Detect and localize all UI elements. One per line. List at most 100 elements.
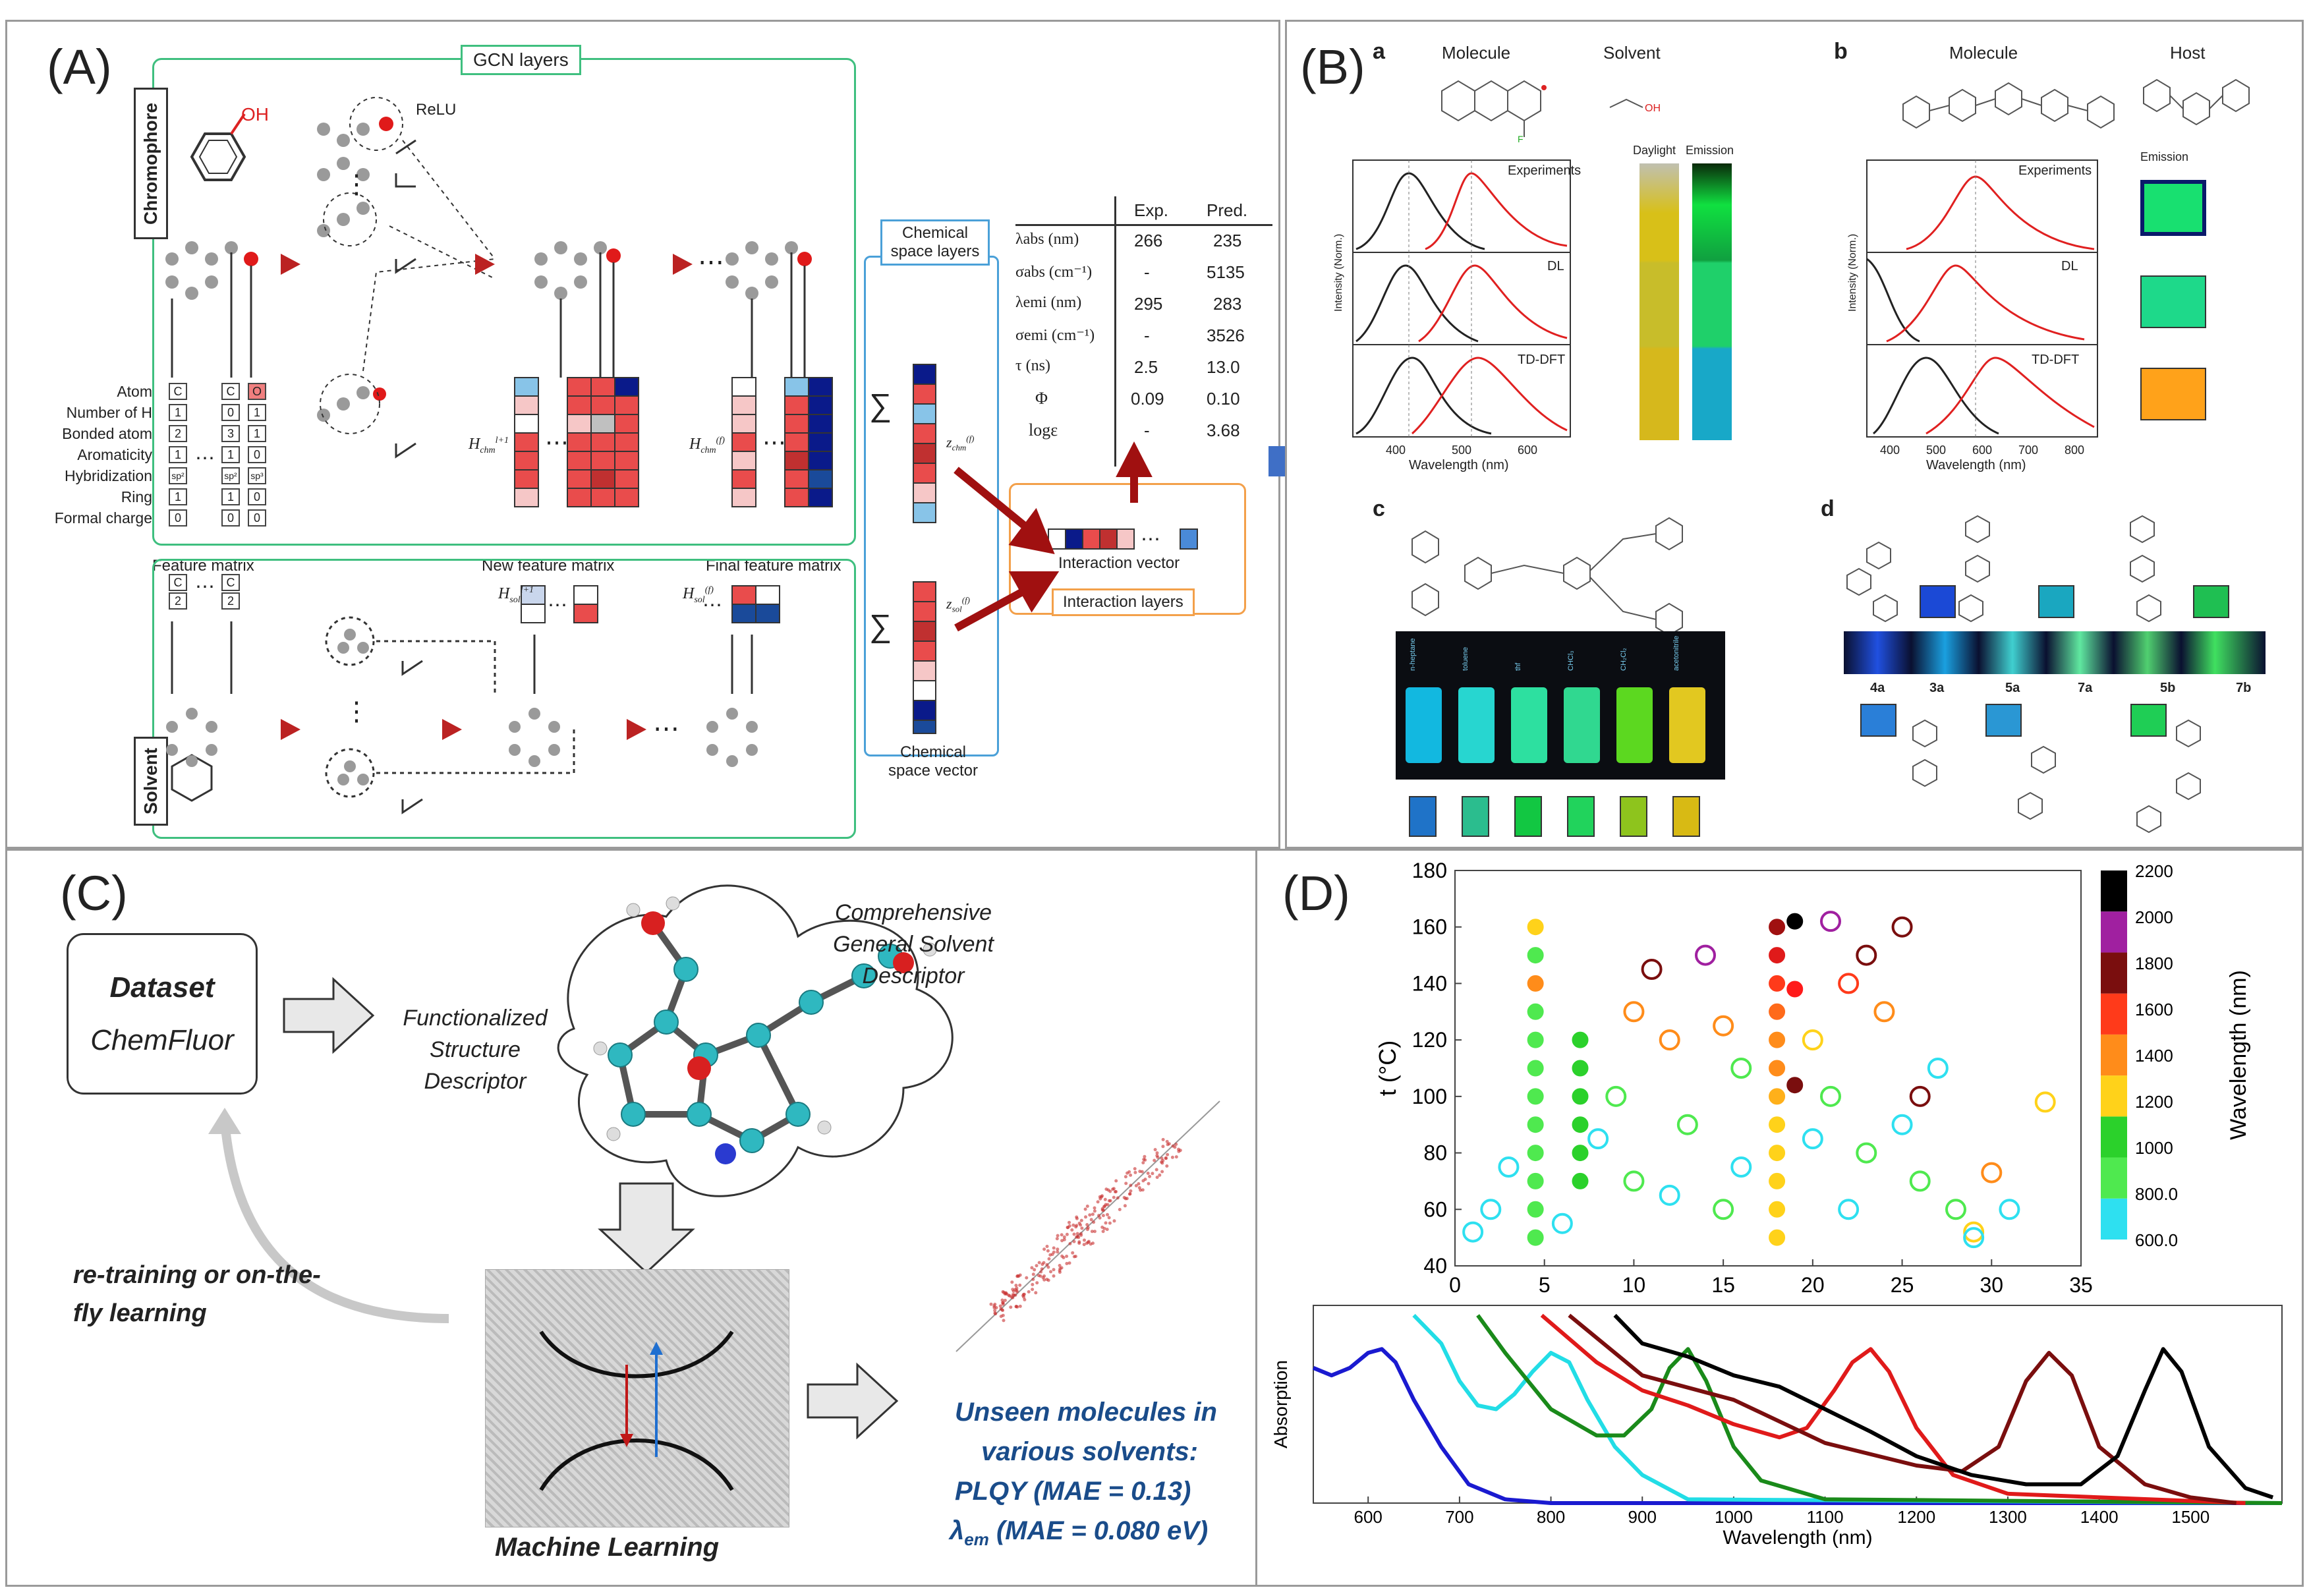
- parity-point: [1153, 1158, 1156, 1162]
- h-sub: sol: [509, 594, 521, 605]
- matrix-cell: 2: [169, 592, 187, 610]
- data-point: [1676, 1114, 1698, 1135]
- d-label: 5b: [2160, 681, 2176, 695]
- parity-point: [1037, 1274, 1040, 1278]
- parity-point: [1079, 1218, 1083, 1222]
- table-header: Pred.: [1207, 200, 1248, 220]
- parity-point: [1035, 1281, 1039, 1285]
- parity-point: [1146, 1172, 1150, 1175]
- data-point: [1945, 1199, 1966, 1220]
- parity-point: [1151, 1172, 1154, 1176]
- d-swatch-bottom: [2130, 704, 2167, 737]
- y-axis-label: Absorption: [1270, 1360, 1291, 1448]
- a-spectra: [1352, 159, 1571, 438]
- x-tick-label: 1500: [2171, 1507, 2209, 1527]
- parity-point: [992, 1304, 996, 1308]
- parity-point: [1001, 1313, 1005, 1317]
- parity-point: [1085, 1223, 1089, 1226]
- y-tick-label: 40: [1423, 1254, 1447, 1278]
- data-point: [1605, 1085, 1627, 1107]
- parity-point: [1093, 1230, 1097, 1234]
- data-point: [1786, 1077, 1804, 1094]
- ethanol-molecule: OH: [1609, 98, 1661, 114]
- x-tick-label: 10: [1622, 1273, 1646, 1297]
- svg-text:⋯: ⋯: [1141, 528, 1160, 550]
- svg-text:⋯: ⋯: [653, 714, 679, 743]
- parity-point: [1072, 1240, 1076, 1243]
- b-ylabel: Intensity (Norm.): [1847, 233, 1858, 312]
- parity-point: [1160, 1170, 1164, 1174]
- data-point: [1891, 1114, 1913, 1135]
- parity-point: [1173, 1145, 1177, 1149]
- parity-point: [1031, 1272, 1035, 1276]
- data-point: [1587, 1128, 1609, 1150]
- b-tick: 600: [1972, 443, 1993, 457]
- parity-point: [1056, 1234, 1060, 1238]
- table-cell: -: [1144, 326, 1150, 345]
- solvent-graph-diagram: ⋯ ⋮ ⋯⋯: [166, 585, 780, 814]
- data-point: [1927, 1058, 1949, 1079]
- solvent-box: [152, 559, 856, 839]
- z-symbol: z: [946, 595, 952, 612]
- x-tick-label: 1100: [1807, 1507, 1844, 1527]
- parity-point: [1141, 1179, 1145, 1183]
- x-tick-label: 25: [1891, 1273, 1914, 1297]
- parity-point: [1012, 1290, 1015, 1294]
- svg-text:⋯: ⋯: [545, 428, 569, 455]
- x-tick-label: 600: [1354, 1507, 1383, 1527]
- data-point: [1820, 1085, 1841, 1107]
- parity-point: [1114, 1189, 1118, 1193]
- parity-point: [1012, 1293, 1016, 1297]
- data-point: [1769, 919, 1786, 936]
- data-point: [1527, 1172, 1544, 1189]
- chemical-space-vector-label: Chemical space vector: [888, 743, 979, 780]
- parity-point: [1033, 1268, 1037, 1272]
- parity-point: [1114, 1179, 1118, 1183]
- lambda-mae: (MAE = 0.080 eV): [988, 1516, 1209, 1545]
- table-cell: λemi (nm): [1015, 294, 1082, 311]
- parity-point: [1077, 1241, 1081, 1245]
- data-point: [1769, 1031, 1786, 1048]
- relu-label: ReLU: [416, 101, 457, 119]
- parity-point: [1042, 1261, 1046, 1265]
- parity-point: [1047, 1257, 1051, 1261]
- parity-point: [1068, 1241, 1072, 1245]
- parity-point: [1035, 1264, 1039, 1268]
- parity-point: [1139, 1188, 1143, 1192]
- z-sub: sol: [952, 604, 962, 614]
- parity-point: [1072, 1232, 1076, 1236]
- parity-point: [1108, 1189, 1112, 1193]
- data-point: [1820, 911, 1841, 932]
- svg-text:⋯: ⋯: [702, 594, 722, 616]
- x-tick-label: 0: [1449, 1273, 1461, 1297]
- parity-point: [1174, 1155, 1178, 1159]
- colorbar-tick: 1400: [2135, 1046, 2173, 1066]
- data-point: [1572, 1172, 1589, 1189]
- molecule-cloud: [557, 884, 954, 1197]
- parity-point: [1129, 1173, 1133, 1177]
- parity-point: [1138, 1170, 1142, 1174]
- parity-point: [1098, 1197, 1102, 1201]
- parity-point: [1165, 1164, 1169, 1168]
- retraining-label: re-training or on-the-fly learning: [73, 1261, 321, 1327]
- table-cell: 283: [1213, 294, 1242, 314]
- d-label: 5a: [2005, 681, 2020, 695]
- parity-point: [1052, 1268, 1056, 1272]
- daylight-label: Daylight: [1633, 144, 1676, 157]
- b-tick: 500: [1926, 443, 1947, 457]
- series-line: [1540, 1313, 2246, 1505]
- h-sup: (f): [704, 585, 714, 595]
- data-point: [1527, 919, 1544, 936]
- parity-point: [1105, 1228, 1109, 1232]
- h-sup: (f): [716, 436, 725, 445]
- data-point: [1572, 1060, 1589, 1077]
- y-tick-label: 160: [1412, 915, 1447, 939]
- data-point: [1802, 1029, 1823, 1051]
- parity-point: [1124, 1182, 1128, 1185]
- data-point: [1856, 1142, 1877, 1164]
- data-point: [1786, 913, 1804, 930]
- parity-point: [1056, 1247, 1060, 1251]
- matrix-cell: 0: [169, 509, 187, 527]
- c-molecule: [1411, 517, 1683, 637]
